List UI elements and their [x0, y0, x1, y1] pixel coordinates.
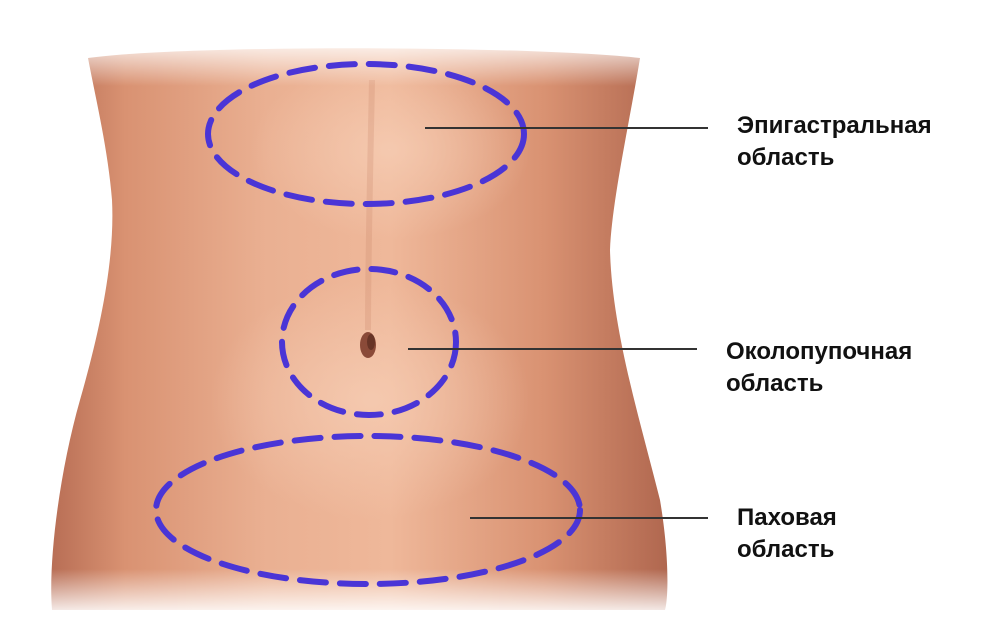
- inguinal-label-line1: Паховая: [737, 502, 837, 534]
- epigastric-label-line2: область: [737, 142, 932, 174]
- inguinal-label-line2: область: [737, 534, 837, 566]
- epigastric-label-line1: Эпигастральная: [737, 110, 932, 142]
- inguinal-label: Паховая область: [737, 502, 837, 566]
- epigastric-label: Эпигастральная область: [737, 110, 932, 174]
- umbilical-label-line1: Околопупочная: [726, 336, 912, 368]
- umbilical-label: Околопупочная область: [726, 336, 912, 400]
- umbilical-label-line2: область: [726, 368, 912, 400]
- edge-fade: [40, 40, 680, 615]
